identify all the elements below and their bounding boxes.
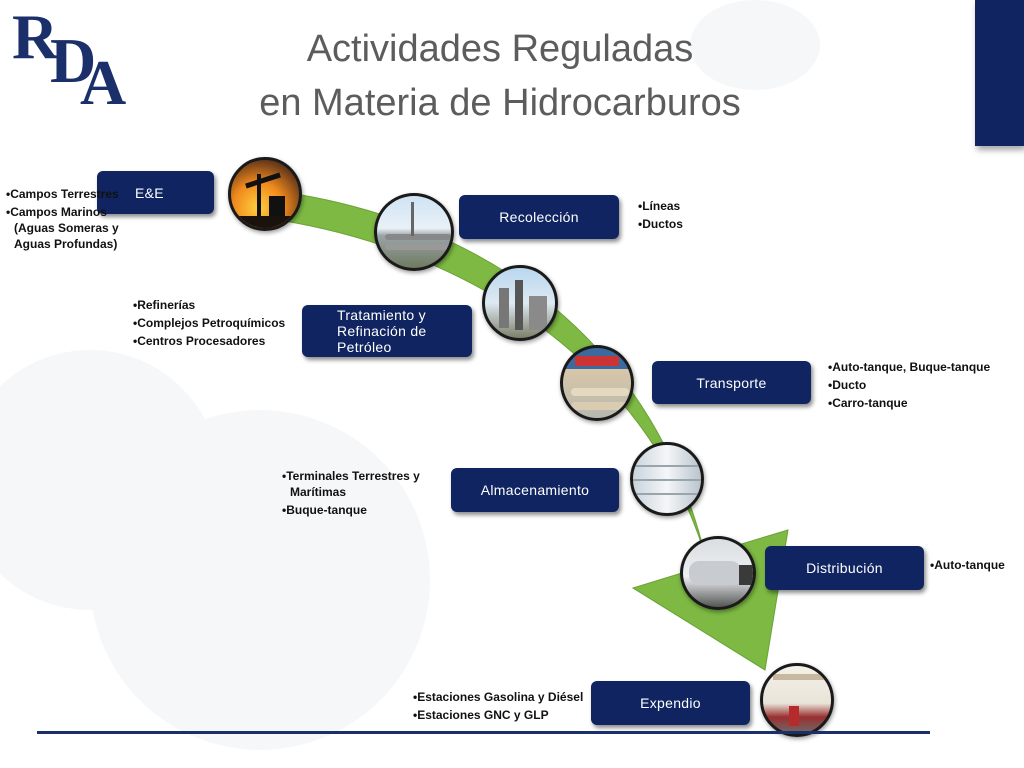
corner-accent-bar xyxy=(975,0,1024,146)
transport-photo xyxy=(560,345,634,421)
bullet-list-transporte: Auto-tanque, Buque-tanque Ducto Carro-ta… xyxy=(828,359,1013,413)
title-line-2: en Materia de Hidrocarburos xyxy=(259,82,741,124)
footer-divider-line xyxy=(37,731,930,734)
bullet-list-expendio: Estaciones Gasolina y Diésel Estaciones … xyxy=(413,689,591,725)
stage-box-tratamiento-refinacion: Tratamiento y Refinación de Petróleo xyxy=(302,305,472,357)
stage-box-distribucion: Distribución xyxy=(765,546,924,590)
background-circle xyxy=(690,0,820,90)
bullet-item: Ducto xyxy=(828,377,1013,393)
bullet-item: Carro-tanque xyxy=(828,395,1013,411)
tanker-truck-photo xyxy=(680,536,756,610)
bullet-list-recoleccion: Líneas Ductos xyxy=(638,198,758,234)
bullet-item: Líneas xyxy=(638,198,758,214)
gas-station-photo xyxy=(760,663,834,737)
bullet-item: Complejos Petroquímicos xyxy=(133,315,303,331)
background-circle xyxy=(90,410,430,750)
arrow-shape xyxy=(264,189,789,671)
stage-box-transporte: Transporte xyxy=(652,361,811,404)
oil-pump-jack-photo xyxy=(228,157,302,231)
bullet-item: Buque-tanque xyxy=(282,502,442,518)
bullet-item: Terminales Terrestres y Marítimas xyxy=(282,468,442,500)
stage-box-almacenamiento: Almacenamiento xyxy=(451,468,619,512)
bullet-list-tratamiento-refinacion: Refinerías Complejos Petroquímicos Centr… xyxy=(133,297,303,351)
stage-box-expendio: Expendio xyxy=(591,681,750,725)
rda-logo: R D A xyxy=(12,1,127,118)
pipelines-photo xyxy=(374,193,454,271)
bullet-item: Campos Marinos (Aguas Someras y Aguas Pr… xyxy=(6,204,126,252)
bullet-item: Ductos xyxy=(638,216,758,232)
bullet-item: Estaciones GNC y GLP xyxy=(413,707,591,723)
title-line-1: Actividades Reguladas xyxy=(306,28,694,70)
stage-box-recoleccion: Recolección xyxy=(459,195,619,239)
bullet-item: Campos Terrestres xyxy=(6,186,126,202)
bullet-item: Centros Procesadores xyxy=(133,333,303,349)
storage-tank-photo xyxy=(630,442,704,516)
bullet-item: Refinerías xyxy=(133,297,303,313)
bullet-item: Auto-tanque xyxy=(930,557,1024,573)
bullet-item: Auto-tanque, Buque-tanque xyxy=(828,359,1013,375)
bullet-item: Estaciones Gasolina y Diésel xyxy=(413,689,591,705)
bullet-list-exploracion-extraccion: Campos Terrestres Campos Marinos (Aguas … xyxy=(6,186,126,254)
refinery-photo xyxy=(482,265,558,341)
bullet-list-distribucion: Auto-tanque xyxy=(930,557,1024,575)
page-title: Actividades Reguladas en Materia de Hidr… xyxy=(200,22,800,130)
bullet-list-almacenamiento: Terminales Terrestres y Marítimas Buque-… xyxy=(282,468,442,520)
